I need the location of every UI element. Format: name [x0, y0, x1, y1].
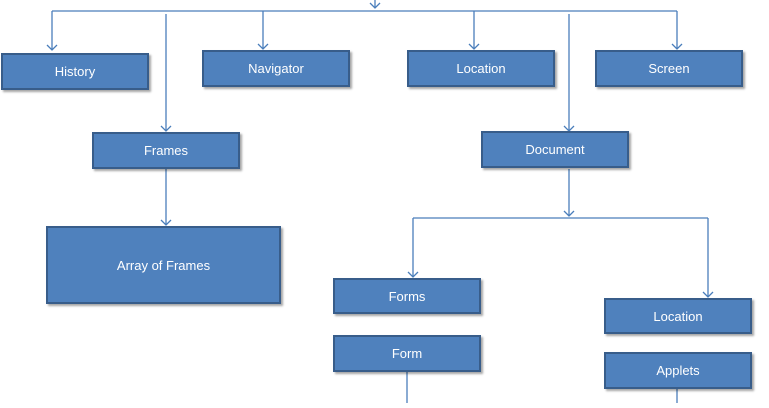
node-label: Screen: [648, 61, 690, 76]
arrowhead: [46, 44, 58, 51]
node-label: Frames: [143, 143, 189, 158]
node-label: Form: [391, 346, 423, 361]
node-forms: Forms: [333, 278, 481, 314]
arrowhead: [563, 210, 575, 217]
node-history: History: [1, 53, 149, 90]
arrowhead: [671, 43, 683, 50]
node-location-top: Location: [407, 50, 555, 87]
node-form: Form: [333, 335, 481, 372]
arrowhead: [468, 43, 480, 50]
node-label: History: [54, 64, 96, 79]
node-location-sub: Location: [604, 298, 752, 334]
node-label: Location: [653, 308, 703, 324]
node-document: Document: [481, 131, 629, 168]
node-screen: Screen: [595, 50, 743, 87]
node-array-of-frames: Array of Frames: [46, 226, 281, 304]
arrowhead: [407, 271, 419, 278]
node-label: Forms: [388, 288, 426, 304]
node-label: Navigator: [248, 61, 304, 76]
node-label: Array of Frames: [116, 257, 211, 273]
node-label: Applets: [656, 363, 700, 378]
arrowhead: [702, 291, 714, 298]
arrowhead: [160, 125, 172, 132]
node-label: Document: [525, 142, 585, 157]
arrowhead: [257, 43, 269, 50]
arrowhead: [369, 2, 381, 9]
node-applets: Applets: [604, 352, 752, 389]
node-frames: Frames: [92, 132, 240, 169]
node-navigator: Navigator: [202, 50, 350, 87]
arrowhead: [160, 219, 172, 226]
node-label: Location: [456, 61, 506, 76]
